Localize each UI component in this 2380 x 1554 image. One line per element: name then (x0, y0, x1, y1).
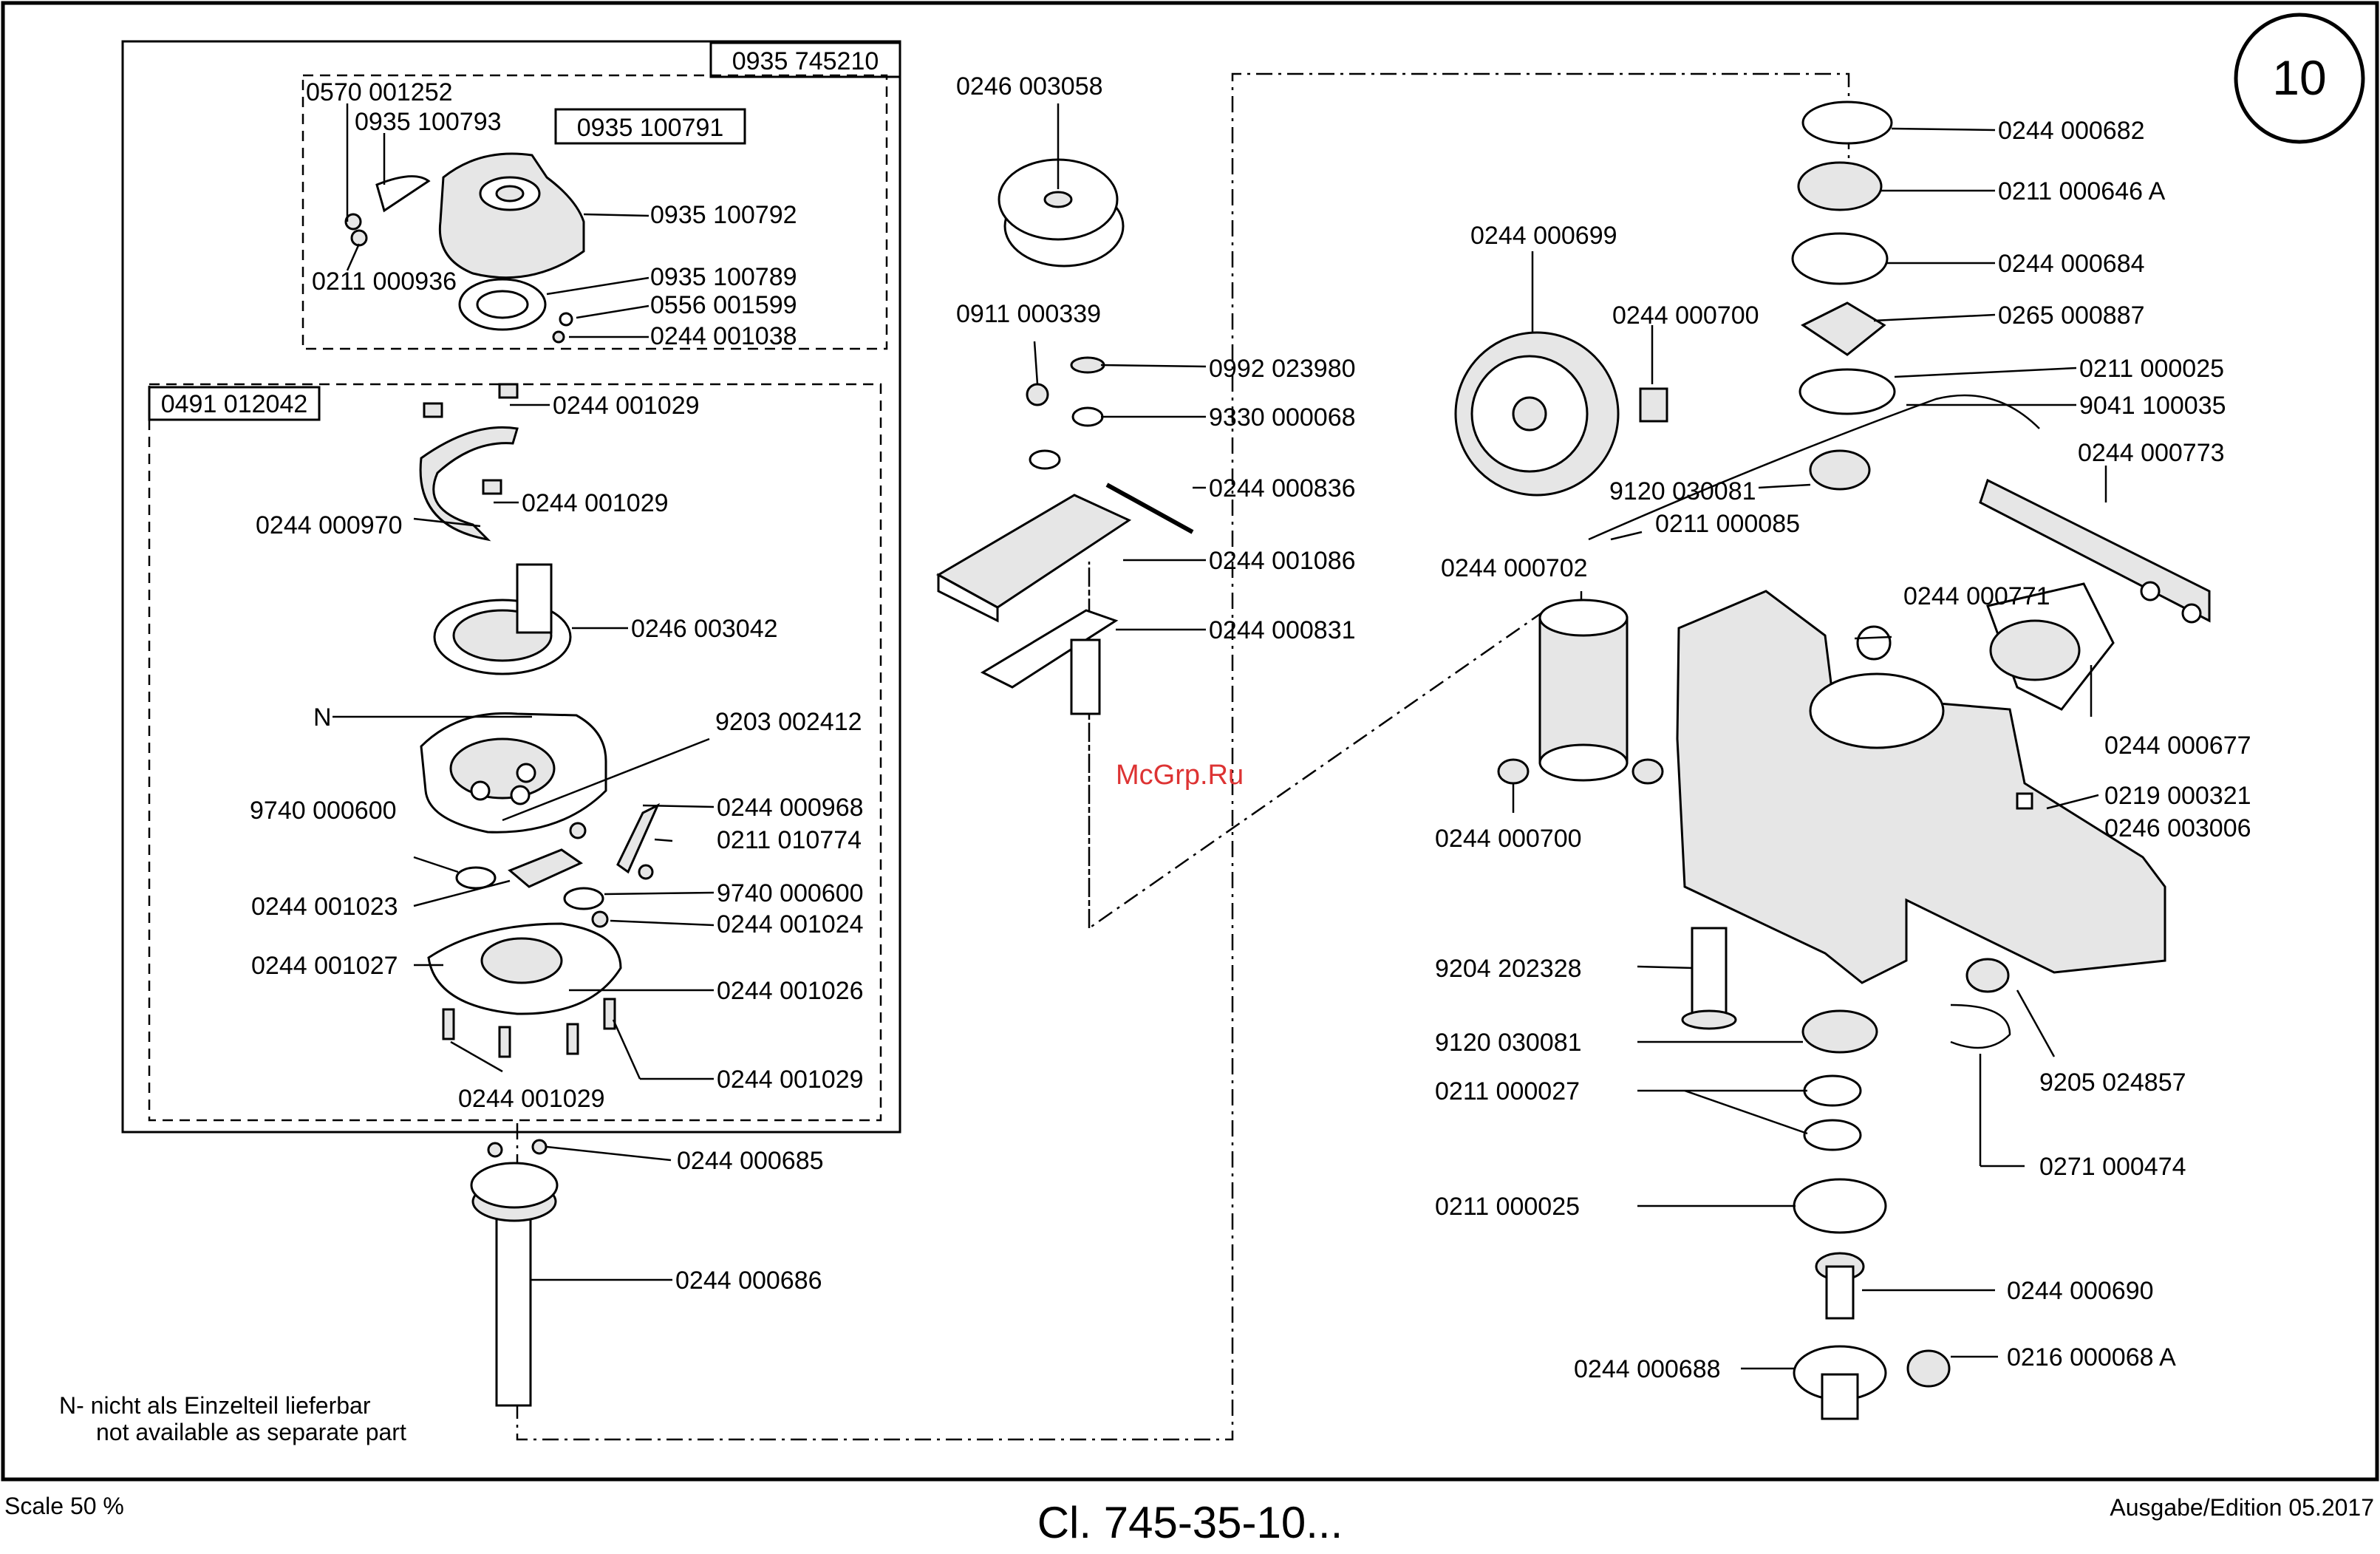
part-label: 0211 000027 (1435, 1077, 1580, 1105)
page-title: Cl. 745-35-10... (1037, 1498, 1343, 1547)
part-label: 0911 000339 (956, 300, 1101, 328)
part-label: 0219 000321 (2104, 782, 2251, 810)
part-label: 0244 000773 (2078, 439, 2225, 467)
part-label: 0244 001024 (717, 910, 864, 938)
part-label: 0992 023980 (1209, 355, 1356, 383)
watermark: McGrp.Ru (1116, 760, 1244, 791)
part-label: 9041 100035 (2079, 392, 2226, 420)
box-label-inner1: 0935 100791 (577, 114, 724, 142)
part-label: 0570 001252 (306, 78, 453, 106)
part-label: 0244 001029 (717, 1066, 864, 1094)
part-label: 0211 010774 (717, 826, 862, 854)
small-parts-drawing (455, 802, 661, 928)
page-number-badge: 10 (2234, 13, 2365, 144)
assembly-box-outer (121, 40, 901, 1134)
part-label: 0244 000702 (1441, 554, 1588, 582)
part-label: 0244 001029 (458, 1085, 605, 1113)
sheet-frame (1, 1, 2379, 1482)
part-label: 9120 030081 (1435, 1029, 1582, 1057)
part-label: 0244 001029 (553, 392, 700, 420)
hook-segment-drawing (419, 383, 519, 542)
assembly-box-hook (301, 74, 888, 350)
part-label: 9120 030081 (1609, 477, 1756, 505)
worm-drawing (1497, 599, 1664, 785)
part-label: 0216 000068 A (2007, 1343, 2176, 1371)
part-label: 0244 001086 (1209, 547, 1356, 575)
part-label: 0244 000690 (2007, 1277, 2154, 1305)
part-label: 0244 001026 (717, 977, 864, 1005)
hook-race-drawing (433, 563, 572, 675)
part-label: 0246 003058 (956, 72, 1103, 100)
bobbin-drawing (998, 158, 1125, 267)
note-english: not available as separate part (96, 1419, 406, 1445)
part-label: 0244 000970 (256, 511, 403, 539)
part-label: 0244 001038 (650, 322, 797, 350)
part-label: 0211 000085 (1655, 510, 1800, 538)
part-label: 0244 001027 (251, 952, 398, 980)
part-label: 0935 100792 (650, 201, 797, 229)
hook-ring-drawing (458, 278, 573, 344)
part-label: 9740 000600 (717, 879, 864, 907)
part-label: 0211 000646 A (1998, 177, 2166, 205)
lower-stack-drawing (1681, 927, 2011, 1420)
part-label: 0244 000836 (1209, 474, 1356, 502)
housing-drawing (1676, 582, 2166, 984)
part-label: 0244 000968 (717, 794, 864, 822)
part-label: 9204 202328 (1435, 955, 1582, 983)
connector-line-2 (1088, 562, 1552, 930)
edition-label: Ausgabe/Edition 05.2017 (2110, 1494, 2374, 1521)
part-label: 0211 000025 (2079, 355, 2224, 383)
part-label: 0244 000682 (1998, 117, 2145, 145)
part-label: 0244 000700 (1612, 301, 1759, 330)
part-label: 0211 000936 (312, 267, 457, 296)
part-label: 0246 003042 (631, 615, 778, 643)
lever-drawing (1588, 394, 2211, 624)
bearing-stack-drawing (1791, 100, 1896, 491)
part-label: 9330 000068 (1209, 403, 1356, 432)
part-label: 0271 000474 (2039, 1153, 2186, 1181)
hook-base-drawing (420, 712, 607, 834)
part-label: 0935 100789 (650, 263, 797, 291)
part-label: 0244 000771 (1903, 582, 2050, 610)
part-label: N (313, 703, 332, 732)
gear-drawing (1454, 331, 1668, 497)
part-label: 0244 000688 (1574, 1355, 1721, 1383)
part-label: 0244 000686 (675, 1267, 822, 1295)
shaft-drawing (470, 1139, 559, 1407)
part-label: 0244 000699 (1470, 222, 1617, 250)
hook-plate-drawing (427, 922, 622, 1058)
box-label-inner2: 0491 012042 (161, 390, 308, 418)
note-german: N- nicht als Einzelteil lieferbar (59, 1392, 371, 1419)
part-label: 0211 000025 (1435, 1193, 1580, 1221)
part-label: 0244 000700 (1435, 825, 1582, 853)
part-label: 0556 001599 (650, 291, 797, 319)
part-label: 0244 001029 (522, 489, 669, 517)
box-label-outer: 0935 745210 (732, 47, 879, 75)
part-labels: 0570 001252 0935 100793 0935 100792 0211… (250, 72, 2251, 1383)
page-number: 10 (2272, 50, 2326, 105)
part-label: 0246 003006 (2104, 814, 2251, 842)
part-label: 0244 000684 (1998, 250, 2145, 278)
part-label: 9203 002412 (715, 708, 862, 736)
part-label: 9205 024857 (2039, 1069, 2186, 1097)
part-label: 0244 000831 (1209, 616, 1356, 644)
hook-cap-drawing (344, 152, 585, 279)
part-label: 0935 100793 (355, 108, 502, 136)
part-label: 0265 000887 (1998, 301, 2145, 330)
part-label: 0244 000677 (2104, 732, 2251, 760)
leader-lines (333, 103, 2107, 1370)
part-label: 0244 000685 (677, 1147, 824, 1175)
scale-label: Scale 50 % (4, 1493, 124, 1519)
screw-plate-drawing (935, 356, 1194, 715)
part-label: 9740 000600 (250, 797, 397, 825)
part-label: 0244 001023 (251, 893, 398, 921)
